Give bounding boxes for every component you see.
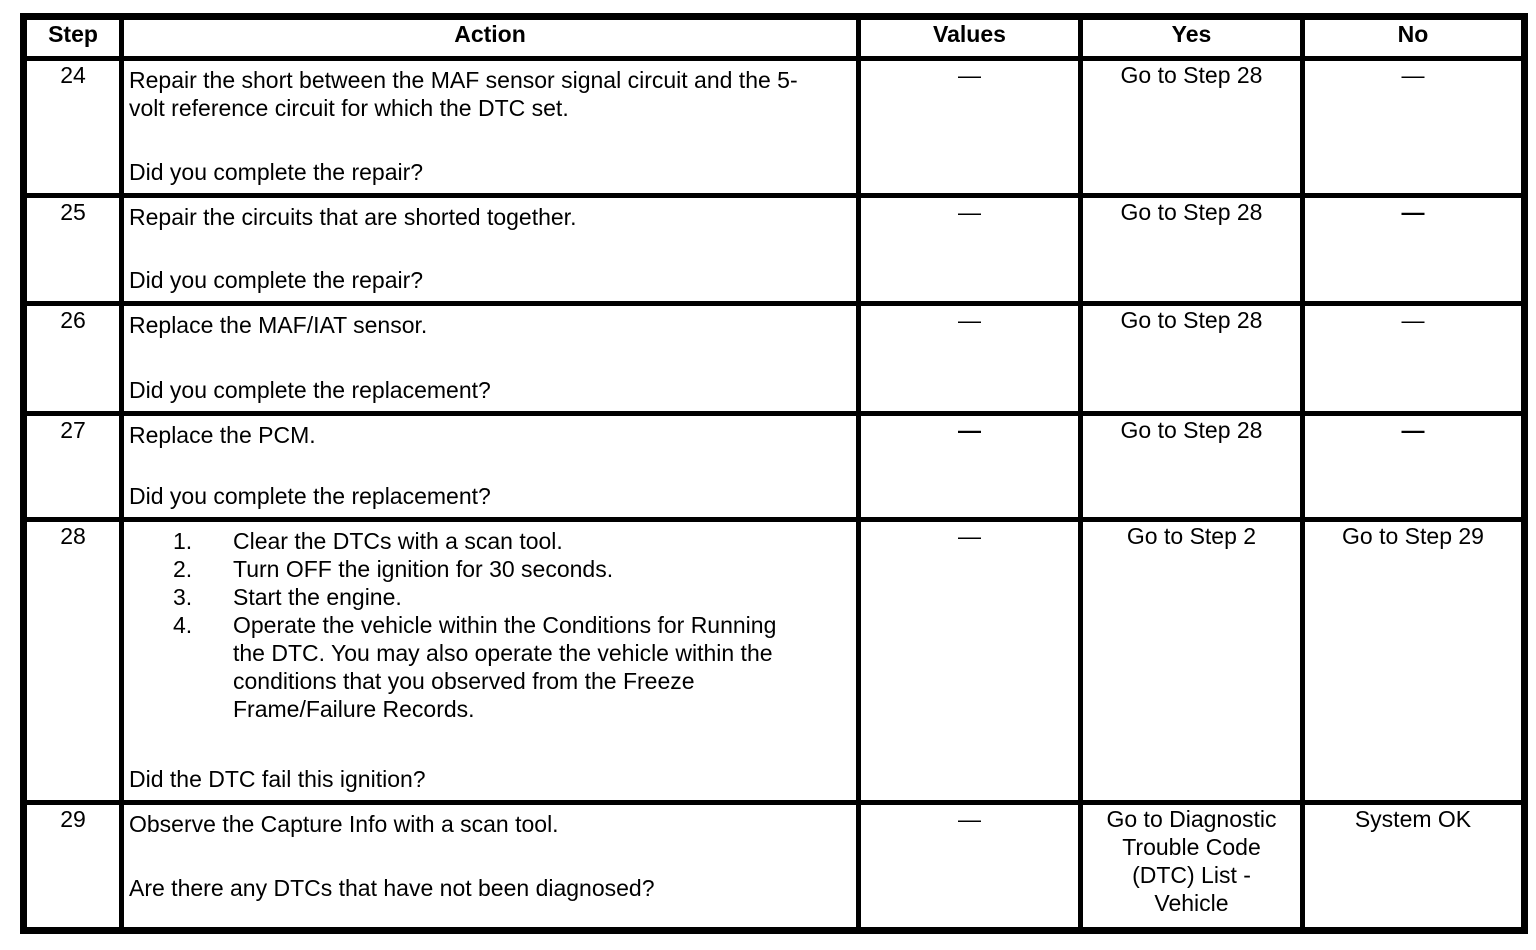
list-item-number: 2. (173, 556, 193, 582)
list-item-text: Operate the vehicle within the Condition… (233, 612, 777, 722)
action-question: Did you complete the replacement? (129, 483, 491, 509)
diagnostic-steps-table: Step Action Values Yes No 24 Repair the … (20, 13, 1528, 934)
list-item: 3. Start the engine. (173, 583, 848, 611)
values-cell: — (856, 301, 1083, 416)
no-cell: — (1300, 301, 1527, 416)
action-cell: Replace the PCM. Did you complete the re… (119, 411, 861, 522)
step-cell: 25 (21, 193, 124, 306)
column-header-action: Action (119, 14, 861, 61)
header-row: Step Action Values Yes No (21, 14, 1527, 61)
yes-cell: Go to Step 2 (1078, 517, 1305, 805)
list-item-text: Turn OFF the ignition for 30 seconds. (233, 556, 614, 582)
column-header-no: No (1300, 14, 1527, 61)
no-cell: — (1300, 193, 1527, 306)
values-cell: — (856, 193, 1083, 306)
action-question: Did you complete the replacement? (129, 377, 491, 403)
column-header-yes: Yes (1078, 14, 1305, 61)
action-cell: Observe the Capture Info with a scan too… (119, 800, 861, 933)
table-row-step-26: 26 Replace the MAF/IAT sensor. Did you c… (21, 301, 1527, 416)
action-question: Did you complete the repair? (129, 267, 424, 293)
action-question: Are there any DTCs that have not been di… (129, 875, 655, 901)
step-cell: 27 (21, 411, 124, 522)
action-instruction: Replace the PCM. (129, 422, 316, 448)
step-cell: 26 (21, 301, 124, 416)
no-cell: System OK (1300, 800, 1527, 933)
list-item-text: Clear the DTCs with a scan tool. (233, 528, 563, 554)
yes-cell: Go to Step 28 (1078, 301, 1305, 416)
action-cell: Repair the short between the MAF sensor … (119, 56, 861, 198)
list-item: 1. Clear the DTCs with a scan tool. (173, 527, 848, 555)
action-cell: Repair the circuits that are shorted tog… (119, 193, 861, 306)
step-cell: 28 (21, 517, 124, 805)
action-cell: 1. Clear the DTCs with a scan tool. 2. T… (119, 517, 861, 805)
table-row-step-28: 28 1. Clear the DTCs with a scan tool. 2… (21, 517, 1527, 805)
table-row-step-24: 24 Repair the short between the MAF sens… (21, 56, 1527, 198)
list-item: 4. Operate the vehicle within the Condit… (173, 611, 848, 723)
list-item-text: Start the engine. (233, 584, 402, 610)
column-header-values: Values (856, 14, 1083, 61)
list-item: 2. Turn OFF the ignition for 30 seconds. (173, 555, 848, 583)
table-row-step-27: 27 Replace the PCM. Did you complete the… (21, 411, 1527, 522)
list-item-number: 1. (173, 528, 193, 554)
action-numbered-list: 1. Clear the DTCs with a scan tool. 2. T… (173, 527, 848, 723)
yes-cell: Go to Diagnostic Trouble Code (DTC) List… (1078, 800, 1305, 933)
action-instruction: Repair the circuits that are shorted tog… (129, 204, 577, 230)
table-row-step-25: 25 Repair the circuits that are shorted … (21, 193, 1527, 306)
step-cell: 29 (21, 800, 124, 933)
action-cell: Replace the MAF/IAT sensor. Did you comp… (119, 301, 861, 416)
step-cell: 24 (21, 56, 124, 198)
no-cell: Go to Step 29 (1300, 517, 1527, 805)
values-cell: — (856, 517, 1083, 805)
yes-cell: Go to Step 28 (1078, 411, 1305, 522)
table-row-step-29: 29 Observe the Capture Info with a scan … (21, 800, 1527, 933)
values-cell: — (856, 411, 1083, 522)
action-instruction: Repair the short between the MAF sensor … (129, 67, 798, 121)
no-cell: — (1300, 411, 1527, 522)
yes-cell: Go to Step 28 (1078, 56, 1305, 198)
no-cell: — (1300, 56, 1527, 198)
action-question: Did the DTC fail this ignition? (129, 766, 426, 792)
list-item-number: 4. (173, 612, 193, 638)
action-question: Did you complete the repair? (129, 159, 424, 185)
list-item-number: 3. (173, 584, 193, 610)
column-header-step: Step (21, 14, 124, 61)
yes-cell: Go to Step 28 (1078, 193, 1305, 306)
action-instruction: Observe the Capture Info with a scan too… (129, 811, 559, 837)
values-cell: — (856, 800, 1083, 933)
action-instruction: Replace the MAF/IAT sensor. (129, 312, 428, 338)
values-cell: — (856, 56, 1083, 198)
